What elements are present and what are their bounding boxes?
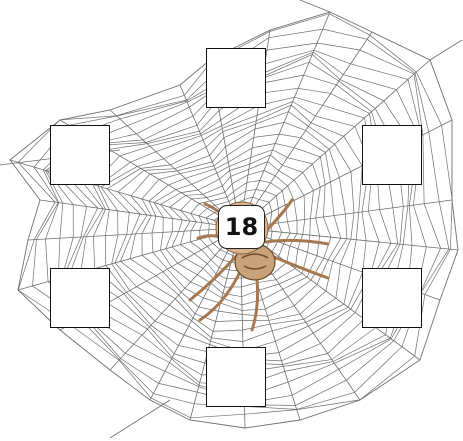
web-radial-thread [10,160,240,228]
answer-box-top[interactable] [206,48,266,108]
spider-leg [190,252,240,300]
answer-box-bottom[interactable] [206,347,266,407]
answer-box-upper-right[interactable] [362,125,422,185]
web-radial-thread [240,228,458,250]
answer-box-lower-left[interactable] [50,268,110,328]
web-anchor-thread [110,400,170,438]
answer-box-upper-left[interactable] [50,125,110,185]
web-radial-thread [240,12,330,228]
web-anchor-thread [300,0,330,12]
center-number: 18 [218,205,265,249]
web-anchor-thread [430,40,462,60]
answer-box-lower-right[interactable] [362,268,422,328]
